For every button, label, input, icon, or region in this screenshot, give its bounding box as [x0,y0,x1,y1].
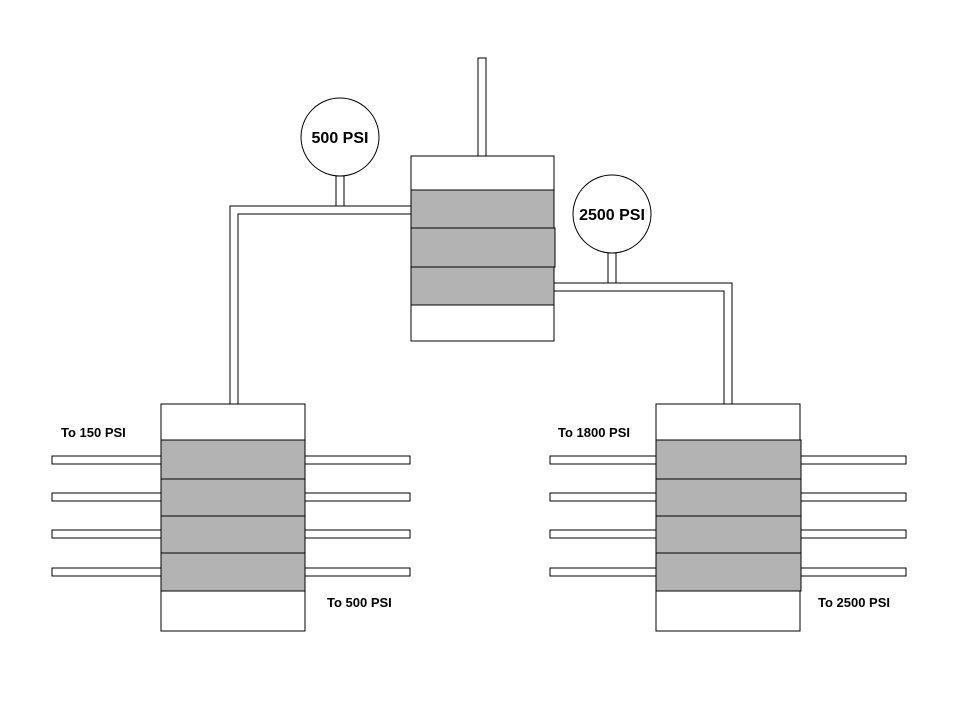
outlet-pipe [303,492,411,502]
right-transfer-pipe [552,282,733,405]
top-manifold [410,155,556,342]
left-manifold-band [160,515,306,554]
left-top-outlet-label: To 150 PSI [61,425,126,440]
outlet-pipe [303,567,411,577]
outlet-pipe [799,567,907,577]
outlet-pipe [549,529,657,539]
right-bottom-outlet-label: To 2500 PSI [818,595,890,610]
outlet-pipe [549,492,657,502]
outlet-pipe [51,455,162,465]
right-manifold-band [655,478,802,517]
outlet-pipe [549,567,657,577]
outlet-pipe [303,455,411,465]
left-manifold-band [160,478,306,517]
right-gauge-label: 2500 PSI [579,207,645,224]
supply-inlet-pipe [477,57,487,157]
right-manifold-outlets [549,455,907,577]
outlet-pipe [303,529,411,539]
right-manifold-band [655,515,802,554]
outlet-pipe [51,529,162,539]
left-transfer-pipe [229,205,412,405]
right-top-outlet-label: To 1800 PSI [558,425,630,440]
left-bottom-outlet-label: To 500 PSI [327,595,392,610]
right-gauge-stem [607,252,617,284]
outlet-pipe [549,455,657,465]
outlet-pipe [799,492,907,502]
left-gauge-stem [335,175,345,207]
left-pressure-gauge: 500 PSI [300,97,380,177]
right-pressure-gauge: 2500 PSI [572,174,652,254]
right-manifold-band [655,552,802,592]
outlet-pipe [799,455,907,465]
top-manifold-band [410,189,555,229]
outlet-pipe [51,567,162,577]
right-manifold [655,403,802,632]
left-manifold-band [160,552,306,592]
left-manifold [160,403,306,632]
left-gauge-label: 500 PSI [312,130,369,147]
top-manifold-band [410,266,555,306]
left-manifold-band [160,439,306,480]
outlet-pipe [799,529,907,539]
outlet-pipe [51,492,162,502]
right-manifold-band [655,439,802,480]
top-manifold-band [410,227,556,268]
